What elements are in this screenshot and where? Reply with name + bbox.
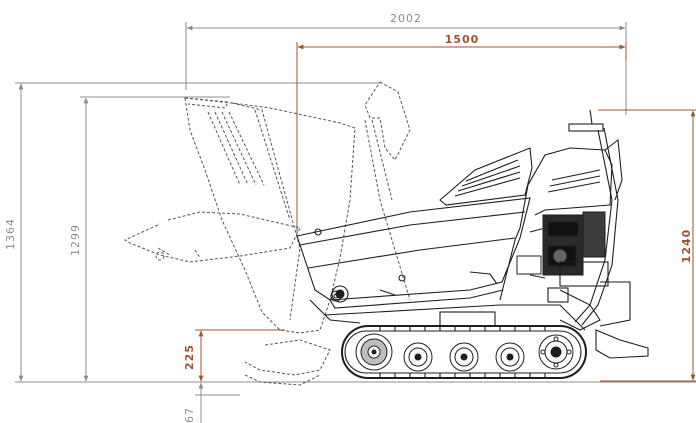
dimension-ground-to-lip: 225 — [183, 329, 285, 382]
drive-sprocket — [538, 334, 574, 370]
dimension-label-1500: 1500 — [445, 33, 480, 46]
dimension-overall-length: 2002 — [185, 12, 627, 115]
front-idler-wheel — [355, 333, 393, 371]
dimension-handle-height: 1240 — [598, 109, 696, 382]
engine-hood — [439, 138, 623, 229]
dimension-dump-height: 1299 — [69, 96, 230, 382]
dimension-ground-clearance: 67 — [183, 382, 240, 423]
dimension-tray-length: 1500 — [296, 33, 627, 235]
raised-tray-outline — [123, 81, 411, 386]
dimension-label-1240: 1240 — [680, 229, 693, 264]
handle-controls — [547, 109, 649, 359]
dimension-label-1299: 1299 — [69, 224, 82, 256]
dimension-label-1364: 1364 — [4, 218, 17, 250]
road-wheel-2 — [449, 342, 479, 372]
road-wheel-3 — [495, 342, 525, 372]
dimension-label-225: 225 — [183, 344, 196, 370]
crawler-track — [341, 325, 587, 379]
dimension-label-67: 67 — [183, 407, 196, 423]
dimension-max-height: 1364 — [4, 82, 380, 382]
engine-block — [516, 211, 606, 279]
dimension-label-2002: 2002 — [390, 12, 422, 25]
road-wheel-1 — [403, 342, 433, 372]
lowered-tray — [296, 197, 531, 309]
